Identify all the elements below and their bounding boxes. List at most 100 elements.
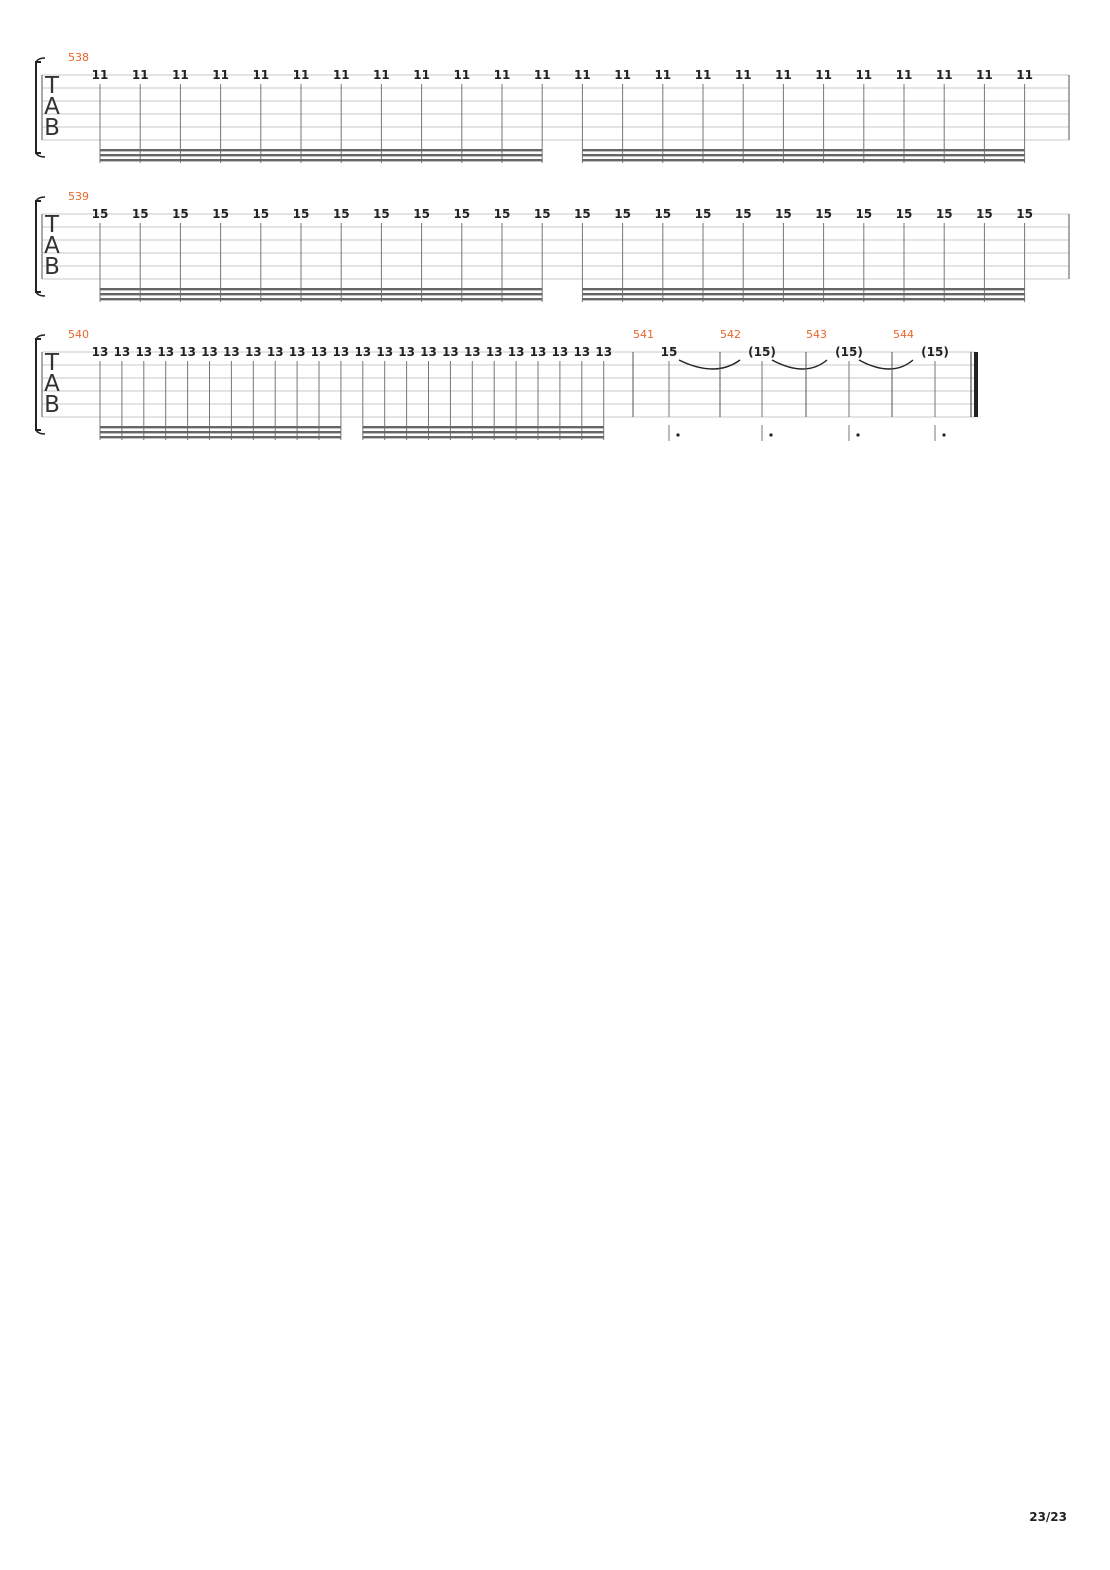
bracket-bottom-hook [35, 429, 46, 435]
fret-number: 11 [92, 68, 109, 82]
tab-clef-letter: A [44, 371, 60, 397]
tab-clef-letter: B [44, 392, 60, 418]
beam [100, 288, 543, 291]
fret-number: 11 [333, 68, 350, 82]
fret-number: 11 [775, 68, 792, 82]
fret-number: 13 [464, 345, 481, 359]
fret-number: 13 [420, 345, 437, 359]
measure-number: 541 [633, 328, 654, 341]
fret-number: 15 [661, 345, 678, 359]
fret-number: 15 [1016, 207, 1033, 221]
fret-number: 11 [373, 68, 390, 82]
fret-number: 15 [735, 207, 752, 221]
fret-number: 15 [614, 207, 631, 221]
duration-dot [942, 433, 946, 437]
fret-number: 13 [530, 345, 547, 359]
fret-number: 15 [654, 207, 671, 221]
bracket-bottom-hook [35, 152, 46, 158]
bracket-bottom-hook [35, 291, 46, 297]
fret-number: 15 [172, 207, 189, 221]
duration-dot [769, 433, 773, 437]
fret-number: 15 [574, 207, 591, 221]
fret-number: 13 [442, 345, 459, 359]
duration-dot [856, 433, 860, 437]
fret-number: 15 [936, 207, 953, 221]
measure-number: 540 [68, 328, 89, 341]
beam [100, 426, 341, 429]
fret-number: 11 [252, 68, 269, 82]
measure-number: 542 [720, 328, 741, 341]
fret-number: 13 [267, 345, 284, 359]
tie-arc [858, 359, 914, 370]
tie-arc [771, 359, 828, 370]
fret-number: 15 [534, 207, 551, 221]
fret-number: 11 [293, 68, 310, 82]
beam [100, 159, 543, 162]
fret-number: 15 [695, 207, 712, 221]
fret-number: 11 [172, 68, 189, 82]
measure-number: 544 [893, 328, 914, 341]
fret-number: 11 [896, 68, 913, 82]
fret-number: (15) [835, 345, 863, 359]
system-bracket [35, 61, 41, 154]
fret-number: 13 [573, 345, 590, 359]
fret-number: 11 [614, 68, 631, 82]
fret-number: 13 [376, 345, 393, 359]
fret-number: 11 [212, 68, 229, 82]
fret-number: 11 [413, 68, 430, 82]
fret-number: 11 [976, 68, 993, 82]
bracket-top-hook [35, 57, 46, 63]
fret-number: 13 [354, 345, 371, 359]
fret-number: 11 [936, 68, 953, 82]
fret-number: 11 [815, 68, 832, 82]
beam [100, 431, 341, 434]
fret-number: 13 [223, 345, 240, 359]
fret-number: 11 [574, 68, 591, 82]
fret-number: 13 [157, 345, 174, 359]
fret-number: 13 [486, 345, 503, 359]
fret-number: 15 [896, 207, 913, 221]
system-bracket [35, 338, 41, 431]
bracket-top-hook [35, 196, 46, 202]
fret-number: 13 [201, 345, 218, 359]
beam [582, 149, 1025, 152]
fret-number: 15 [92, 207, 109, 221]
duration-dot [676, 433, 680, 437]
fret-number: 11 [534, 68, 551, 82]
fret-number: 15 [293, 207, 310, 221]
fret-number: 13 [508, 345, 525, 359]
beam [362, 426, 604, 429]
fret-number: 15 [212, 207, 229, 221]
tab-clef-letter: A [44, 233, 60, 259]
final-barline-thick [974, 352, 978, 417]
fret-number: 11 [1016, 68, 1033, 82]
tab-clef-letter: A [44, 94, 60, 120]
system-bracket [35, 200, 41, 293]
beam [100, 436, 341, 439]
measure-number: 538 [68, 51, 89, 64]
fret-number: 11 [132, 68, 149, 82]
fret-number: 13 [289, 345, 306, 359]
fret-number: 11 [855, 68, 872, 82]
beam [362, 436, 604, 439]
fret-number: 13 [92, 345, 109, 359]
fret-number: 13 [398, 345, 415, 359]
fret-number: 11 [494, 68, 511, 82]
tab-clef-letter: B [44, 254, 60, 280]
beam [362, 431, 604, 434]
fret-number: 15 [815, 207, 832, 221]
fret-number: 13 [245, 345, 262, 359]
fret-number: 15 [976, 207, 993, 221]
fret-number: 15 [775, 207, 792, 221]
tie-arc [678, 359, 741, 370]
fret-number: (15) [748, 345, 776, 359]
beam [582, 293, 1025, 296]
measure-number: 543 [806, 328, 827, 341]
beam [582, 298, 1025, 301]
beam [582, 288, 1025, 291]
fret-number: 13 [333, 345, 350, 359]
fret-number: 13 [552, 345, 569, 359]
